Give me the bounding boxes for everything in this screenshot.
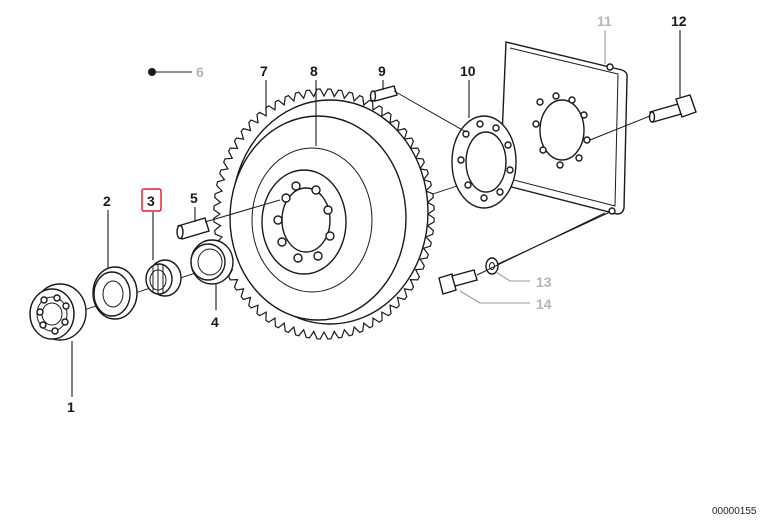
part-4-seal[interactable] (190, 239, 234, 285)
callout-4[interactable]: 4 (211, 314, 219, 330)
callout-13[interactable]: 13 (536, 274, 552, 290)
assembly-line-washer (497, 211, 611, 265)
callout-3[interactable]: 3 (147, 193, 155, 209)
callout-5[interactable]: 5 (190, 190, 198, 206)
callout-2[interactable]: 2 (103, 193, 111, 209)
assembly-line-bolt-12 (589, 115, 651, 141)
assembly-line-pin (393, 90, 467, 133)
part-2-washer[interactable] (92, 266, 138, 320)
part-3-needle-bearing[interactable] (145, 259, 182, 297)
assembly-line-sleeve (204, 199, 281, 223)
selected-callout-frame (141, 188, 162, 212)
part-11-plate[interactable] (499, 41, 628, 215)
callout-6[interactable]: 6 (196, 64, 204, 80)
part-7-8-flywheel[interactable] (213, 88, 435, 340)
callout-7[interactable]: 7 (260, 63, 268, 79)
leader-14 (459, 290, 530, 304)
diagram-reference-number: 00000155 (712, 506, 757, 517)
callout-14[interactable]: 14 (536, 296, 552, 312)
callout-1[interactable]: 1 (67, 399, 75, 415)
part-1-ball-bearing[interactable] (29, 283, 87, 341)
callout-11[interactable]: 11 (597, 13, 612, 29)
part-10-hub-ring[interactable] (451, 115, 517, 209)
callout-10[interactable]: 10 (460, 63, 476, 79)
part-14-bolt[interactable] (438, 269, 478, 295)
callout-12[interactable]: 12 (671, 13, 687, 29)
callout-9[interactable]: 9 (378, 63, 386, 79)
leader-13 (495, 271, 530, 282)
part-12-bolt[interactable] (648, 94, 697, 123)
callout-8[interactable]: 8 (310, 63, 318, 79)
part-5-sleeve[interactable] (176, 217, 210, 240)
part-6-plug[interactable] (148, 68, 156, 76)
part-9-dowel-pin[interactable] (369, 85, 398, 102)
